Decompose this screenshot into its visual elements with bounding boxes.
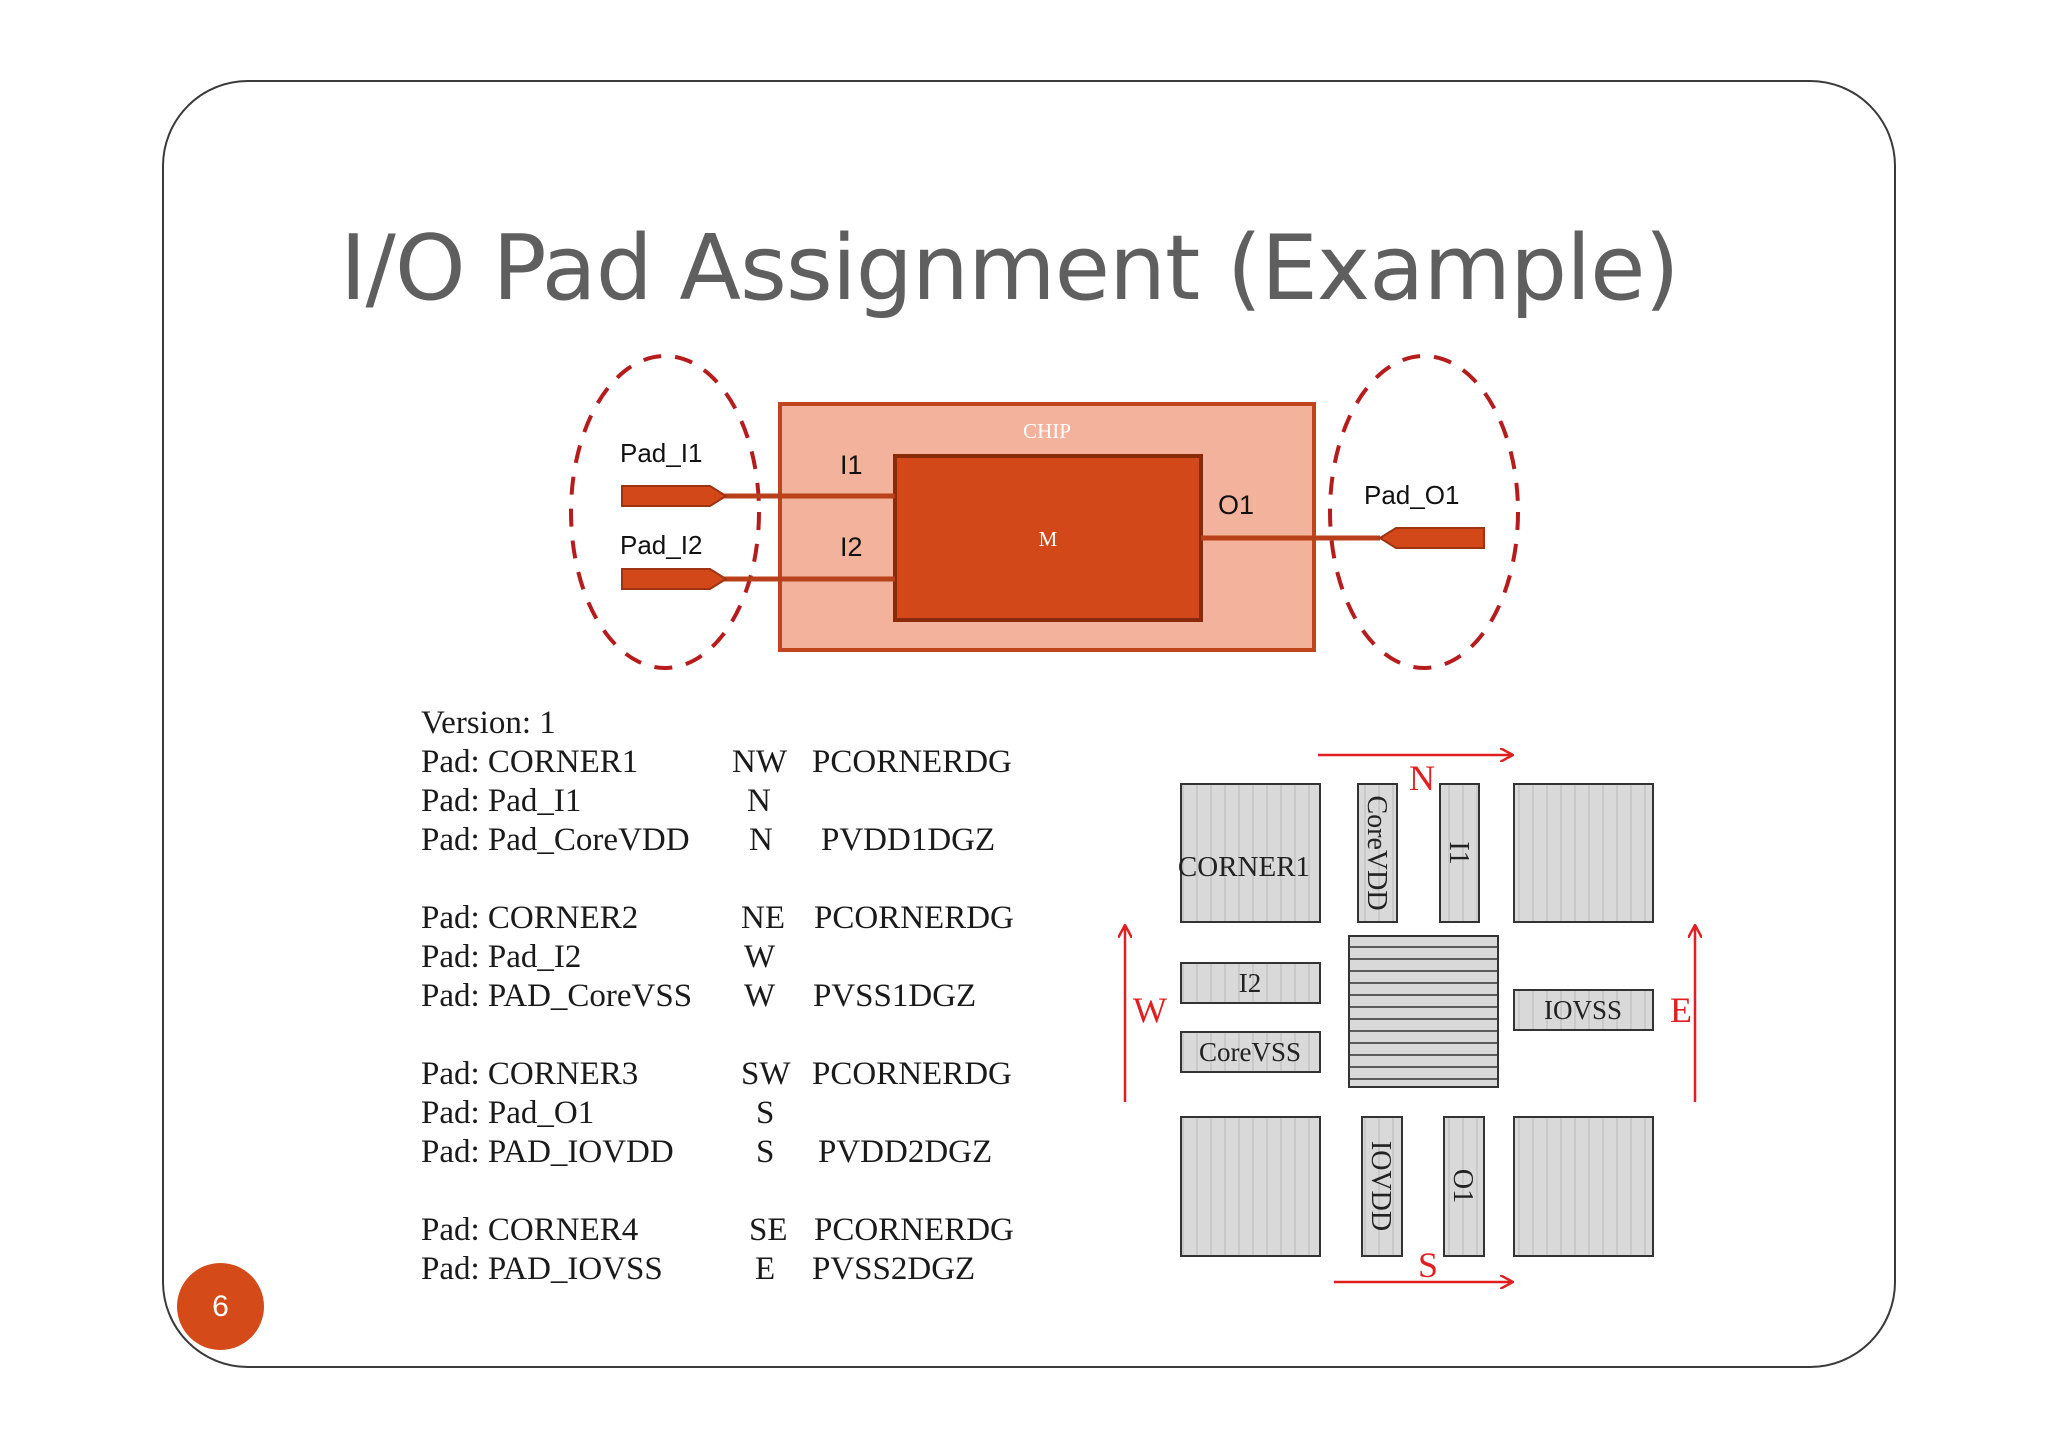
pad-i1 <box>1439 783 1480 923</box>
east-label: E <box>1670 990 1692 1030</box>
row-pad: Pad: PAD_IOVDD <box>421 1134 674 1170</box>
pad-iovdd <box>1361 1116 1403 1257</box>
row-side: SW <box>741 1056 791 1092</box>
pin-o1-label: O1 <box>1218 490 1254 520</box>
pad-iovss-label: IOVSS <box>1544 995 1622 1025</box>
pad-i1-label: Pad_I1 <box>620 438 702 468</box>
row-cell: PVDD2DGZ <box>818 1134 993 1170</box>
pad-i1-floor-label: I1 <box>1443 841 1474 864</box>
row-side: SE <box>749 1212 788 1248</box>
corner-se <box>1513 1116 1654 1257</box>
pad-o1 <box>1443 1116 1485 1257</box>
module-label: M <box>1039 527 1058 551</box>
pad-corevdd-label: CoreVDD <box>1361 795 1392 910</box>
row-pad: Pad: Pad_I2 <box>421 939 582 975</box>
chip-schematic: CHIP M I1 I2 O1 Pad_I1 Pad_I2 Pad_O1 <box>569 354 1520 670</box>
row-cell: PCORNERDG <box>814 900 1014 936</box>
row-pad: Pad: PAD_IOVSS <box>421 1251 663 1287</box>
south-label: S <box>1418 1245 1438 1285</box>
row-cell: PVSS2DGZ <box>812 1251 976 1287</box>
row-cell: PCORNERDG <box>812 744 1012 780</box>
pad-floorplan: N S W E CORNER1 CoreVDD I1 I2 CoreVSS IO… <box>1125 755 1695 1285</box>
dashed-oval-inputs <box>569 354 761 670</box>
row-cell: PCORNERDG <box>814 1212 1014 1248</box>
row-pad: Pad: Pad_I1 <box>421 783 582 819</box>
pad-corevss-label: CoreVSS <box>1199 1037 1301 1067</box>
pin-i2-label: I2 <box>840 532 863 562</box>
pad-iovdd-label: IOVDD <box>1365 1141 1396 1231</box>
pad-o1-label: Pad_O1 <box>1364 480 1459 510</box>
pad-iovss <box>1513 989 1654 1031</box>
row-side: N <box>747 783 771 819</box>
pad-i2-shape <box>621 568 728 590</box>
row-side: NW <box>732 744 787 780</box>
version-text: Version: 1 <box>421 705 556 741</box>
row-side: N <box>749 822 773 858</box>
slide-title: I/O Pad Assignment (Example) <box>340 216 1680 321</box>
row-cell: PVSS1DGZ <box>813 978 977 1014</box>
module-box <box>893 454 1203 622</box>
chip-label: CHIP <box>1023 419 1071 443</box>
row-side: W <box>744 939 776 975</box>
dashed-oval-output <box>1328 354 1520 670</box>
pin-i1-label: I1 <box>840 450 863 480</box>
corner-sw <box>1180 1116 1321 1257</box>
row-pad: Pad: CORNER2 <box>421 900 639 936</box>
row-side: E <box>755 1251 776 1287</box>
page-number-badge: 6 <box>177 1263 264 1350</box>
pad-i2-floor-label: I2 <box>1239 968 1262 998</box>
row-cell: PVDD1DGZ <box>821 822 996 858</box>
row-pad: Pad: Pad_O1 <box>421 1095 595 1131</box>
row-cell: PCORNERDG <box>812 1056 1012 1092</box>
row-side: NE <box>741 900 785 936</box>
corner-ne <box>1513 783 1654 923</box>
pad-o1-shape <box>1378 527 1485 549</box>
core-block <box>1348 935 1499 1088</box>
corner-nw <box>1180 783 1321 923</box>
row-side: S <box>756 1095 775 1131</box>
row-pad: Pad: Pad_CoreVDD <box>421 822 690 858</box>
pad-o1-floor-label: O1 <box>1447 1169 1478 1203</box>
pad-i2-label: Pad_I2 <box>620 530 702 560</box>
pad-corevdd <box>1357 783 1398 923</box>
row-pad: Pad: CORNER1 <box>421 744 639 780</box>
row-side: W <box>744 978 776 1014</box>
north-label: N <box>1409 758 1435 798</box>
row-pad: Pad: CORNER4 <box>421 1212 639 1248</box>
row-pad: Pad: CORNER3 <box>421 1056 639 1092</box>
corner1-label: CORNER1 <box>1178 851 1310 883</box>
row-side: S <box>756 1134 775 1170</box>
pad-corevss <box>1180 1031 1321 1073</box>
row-pad: Pad: PAD_CoreVSS <box>421 978 693 1014</box>
pad-i1-shape <box>621 485 728 507</box>
west-label: W <box>1133 990 1167 1030</box>
pad-i2 <box>1180 962 1321 1004</box>
